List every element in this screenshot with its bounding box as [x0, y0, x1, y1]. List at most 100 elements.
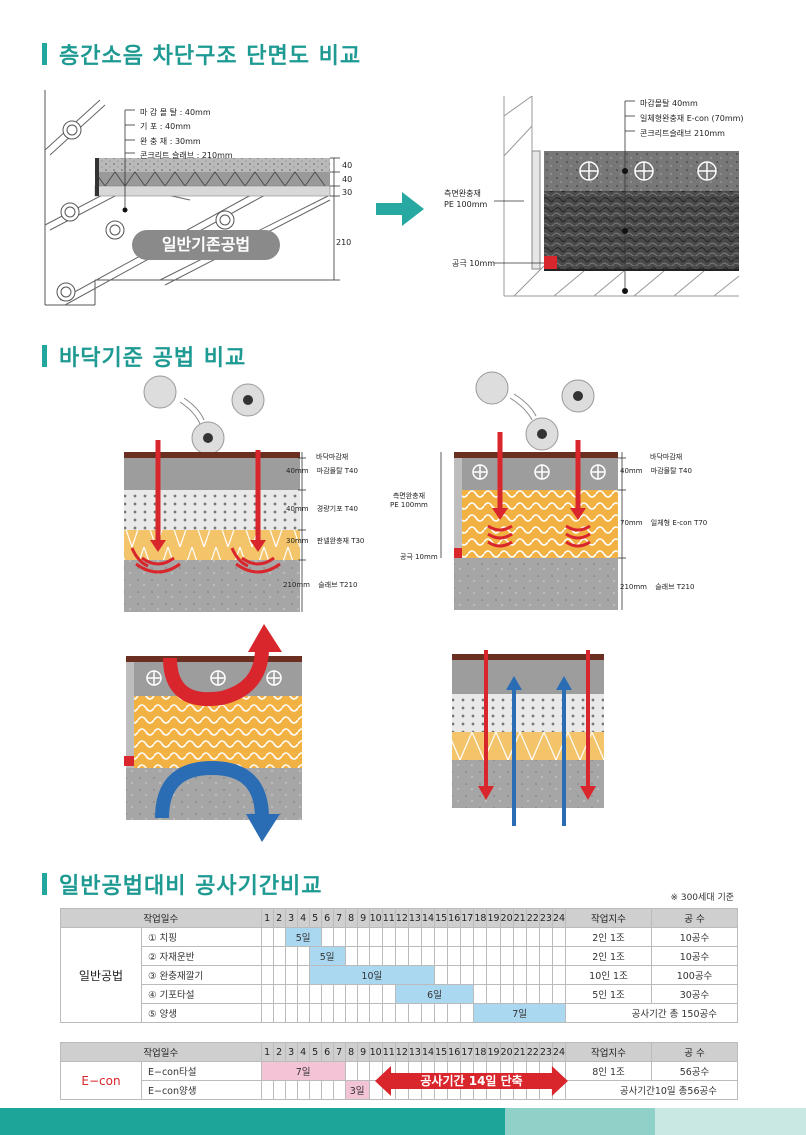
total-mandays: 공사기간 총 150공수 [565, 1003, 738, 1023]
day-cell [486, 984, 501, 1004]
day-cell [332, 1003, 346, 1023]
econ-method-layer-diagram [440, 371, 626, 610]
day-header: 14 [420, 908, 436, 928]
left-layer-1: 40mm 마감몰탈 T40 [286, 466, 358, 476]
day-cell [284, 965, 298, 985]
day-cell [284, 1080, 298, 1100]
day-cell [368, 927, 383, 947]
day-header: 12 [394, 908, 409, 928]
duration-bar: 7일 [260, 1061, 346, 1081]
task-name: ④ 기포타설 [141, 984, 262, 1004]
day-cell [260, 946, 274, 966]
day-cell [344, 1061, 358, 1081]
day-cell [320, 1080, 334, 1100]
day-header: 10 [368, 1042, 383, 1062]
day-header: 24 [551, 908, 567, 928]
day-cell [260, 965, 274, 985]
section-title-structure: 층간소음 차단구조 단면도 비교 [42, 38, 361, 70]
left-layer-3: 30mm 판넬완충재 T30 [286, 536, 364, 546]
day-cell [460, 965, 475, 985]
day-header: 6 [320, 1042, 334, 1062]
day-cell [332, 984, 346, 1004]
day-cell [538, 946, 553, 966]
dim-210: 210 [336, 238, 352, 247]
day-cell [499, 965, 514, 985]
day-header: 4 [296, 1042, 310, 1062]
day-cell [308, 1003, 322, 1023]
mandays: 100공수 [651, 965, 738, 985]
day-cell [272, 984, 286, 1004]
day-cell [525, 984, 540, 1004]
layer-dim: 40mm [286, 505, 309, 513]
label-cushion: 완 충 재 : 30mm [140, 136, 201, 146]
reduction-label: 공사기간 14일 단축 [420, 1073, 523, 1088]
day-header: 10 [368, 908, 383, 928]
schedule-reduction-arrow: 공사기간 14일 단축 [375, 1064, 568, 1098]
day-cell [368, 1003, 383, 1023]
title-bar-icon [42, 43, 47, 65]
general-method-labels: 마 감 몰 탈 : 40mm 기 포 : 40mm 완 충 재 : 30mm 콘… [140, 106, 233, 163]
day-cell [420, 946, 436, 966]
day-cell [272, 1003, 286, 1023]
day-cell [525, 946, 540, 966]
day-cell [308, 984, 322, 1004]
layer-label: 슬래브 T210 [655, 583, 695, 591]
layer-label: 일체형 E-con T70 [650, 519, 708, 527]
day-cell [486, 927, 501, 947]
day-cell [512, 946, 527, 966]
day-cell [551, 965, 567, 985]
day-cell [460, 946, 475, 966]
day-header: 15 [434, 1042, 449, 1062]
section-title-text: 바닥기준 공법 비교 [59, 346, 247, 371]
day-cell [368, 946, 383, 966]
day-header: 4 [296, 908, 310, 928]
basis-note: ※ 300세대 기준 [670, 893, 734, 903]
day-header: 11 [381, 1042, 396, 1062]
day-cell [260, 1003, 274, 1023]
right-layer-2: 70mm 일체형 E-con T70 [620, 518, 707, 528]
day-cell [538, 984, 553, 1004]
task-name: ① 치핑 [141, 927, 262, 947]
day-header: 9 [356, 908, 370, 928]
day-cell [381, 1003, 396, 1023]
day-header: 23 [538, 1042, 553, 1062]
day-cell [447, 965, 462, 985]
day-cell [344, 984, 358, 1004]
day-cell [525, 965, 540, 985]
day-cell [344, 1003, 358, 1023]
dim-30: 30 [342, 188, 353, 197]
econ-method-section-diagram [494, 96, 744, 311]
right-side-cushion-label: 측면완충재 PE 100mm [390, 492, 428, 510]
duration-bar: 3일 [344, 1080, 370, 1100]
day-cell [356, 1003, 370, 1023]
footer-band-main [0, 1108, 505, 1135]
side-cushion-spec: PE 100mm [444, 200, 488, 209]
label-finish-mortar: 마 감 몰 탈 : 40mm [140, 108, 211, 117]
day-header: 17 [460, 908, 475, 928]
vibration-isolation-diagram [124, 624, 302, 842]
day-cell [296, 984, 310, 1004]
day-cell [356, 927, 370, 947]
day-header: 19 [486, 908, 501, 928]
worker-count: 5인 1조 [565, 984, 652, 1004]
day-cell [296, 946, 310, 966]
day-header: 8 [344, 1042, 358, 1062]
day-header: 2 [272, 908, 286, 928]
day-cell [551, 984, 567, 1004]
day-cell [473, 946, 488, 966]
right-layer-3: 210mm 슬래브 T210 [620, 582, 694, 592]
day-header: 8 [344, 908, 358, 928]
day-header: 21 [512, 908, 527, 928]
worker-count: 10인 1조 [565, 965, 652, 985]
day-header: 19 [486, 1042, 501, 1062]
day-header: 22 [525, 908, 540, 928]
right-layer-1: 40mm 마감몰탈 T40 [620, 466, 692, 476]
layer-label: 판넬완충재 T30 [316, 537, 365, 545]
header-work-days: 작업일수 [60, 908, 262, 928]
day-header: 5 [308, 908, 322, 928]
layer-dim: 210mm [283, 581, 310, 589]
layer-dim: 40mm [286, 467, 309, 475]
